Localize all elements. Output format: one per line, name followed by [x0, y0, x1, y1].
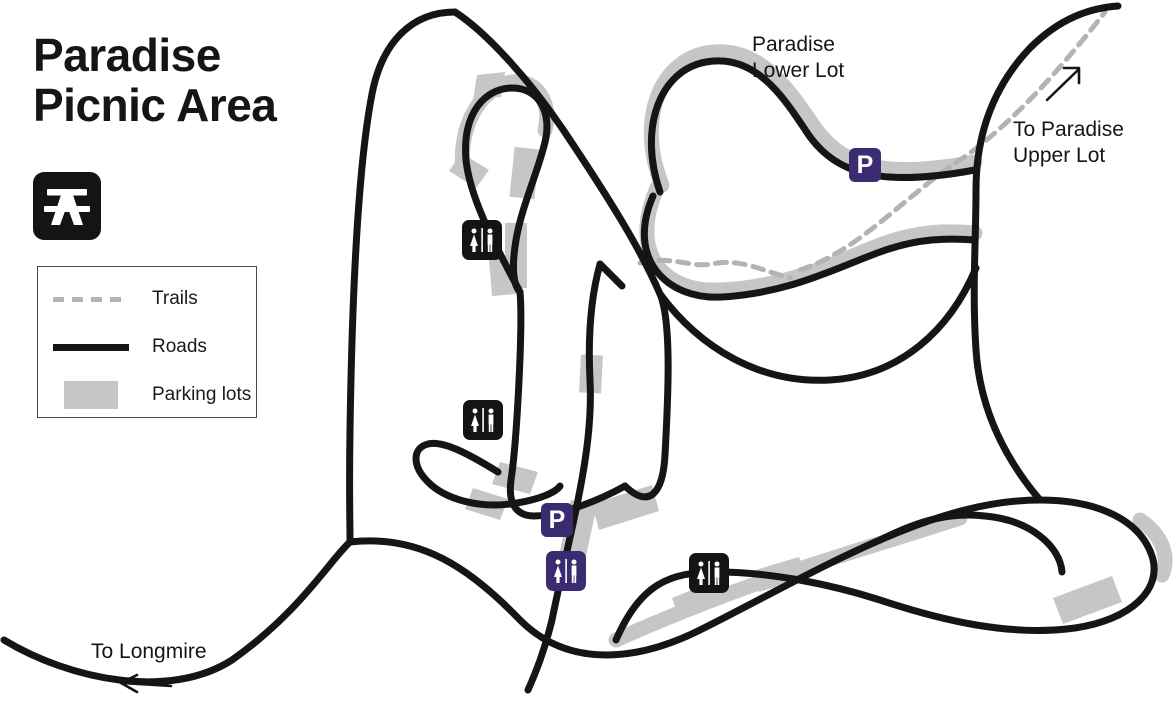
parking-ribbon [608, 510, 968, 648]
parking-glyph: P [856, 150, 874, 179]
legend-item-label: Trails [152, 288, 198, 309]
restroom-marker-east[interactable] [689, 553, 729, 593]
parking-lots-swatch-icon [51, 381, 131, 409]
road-middle-vertical [524, 260, 604, 694]
roads-swatch-icon [51, 343, 131, 351]
road-main-west [0, 8, 459, 686]
page-title: Paradise Picnic Area [33, 30, 363, 130]
legend-item-parking-lots: Parking lots [38, 371, 256, 419]
legend-item-trails: Trails [38, 275, 256, 323]
restroom-marker-picnic[interactable] [546, 551, 586, 591]
arrow-to-upper-lot-icon [1045, 66, 1081, 102]
trail-path-lower [637, 257, 793, 281]
direction-arrows [119, 66, 1081, 694]
label-line-1: Paradise [752, 33, 835, 56]
restroom-marker-north[interactable] [462, 220, 502, 260]
parking-ribbon [639, 180, 983, 298]
map-title-block: Paradise Picnic Area [33, 30, 363, 130]
parking-marker-picnic-area[interactable]: P [541, 503, 573, 537]
road-north-loop [462, 84, 551, 296]
picnic-table-icon [33, 172, 101, 240]
parking-glyph: P [548, 505, 566, 534]
road-lowerlot-inner [640, 192, 979, 301]
legend-item-label: Roads [152, 336, 207, 357]
label-line-2: Upper Lot [1013, 144, 1106, 167]
label-line-2: Lower Lot [752, 59, 845, 82]
road-slim-loop [412, 439, 564, 509]
parking-ribbon [1132, 512, 1173, 583]
trail-path-upper [797, 9, 1108, 273]
road-middle-link [596, 260, 626, 290]
restroom-marker-central[interactable] [463, 400, 503, 440]
legend-item-label: Parking lots [152, 384, 252, 405]
arrow-to-longmire-icon [119, 673, 173, 694]
road-picnic-branch [346, 496, 1158, 659]
parking-lot-shape [592, 485, 659, 530]
parking-lot-shape [492, 462, 538, 494]
label-to-paradise-upper-lot: To Paradise Upper Lot [1013, 117, 1124, 169]
road-east-main [970, 2, 1122, 504]
road-diagonal-connector [451, 8, 672, 501]
page-title-line-1: Paradise [33, 29, 221, 81]
label-paradise-lower-lot: Paradise Lower Lot [752, 32, 844, 84]
road-southwest-sweep [656, 264, 980, 384]
legend: Trails Roads Parking lots [37, 266, 257, 418]
trails [637, 9, 1108, 281]
trails-swatch-icon [51, 296, 131, 302]
road-lowerright-inner [876, 511, 1066, 576]
parking-lot-shape [1053, 576, 1122, 624]
page-title-line-2: Picnic Area [33, 79, 277, 131]
roads [0, 2, 1158, 694]
label-to-longmire: To Longmire [91, 640, 207, 663]
legend-item-roads: Roads [38, 323, 256, 371]
label-line-1: To Paradise [1013, 118, 1124, 141]
parking-marker-lower-lot[interactable]: P [849, 148, 881, 182]
